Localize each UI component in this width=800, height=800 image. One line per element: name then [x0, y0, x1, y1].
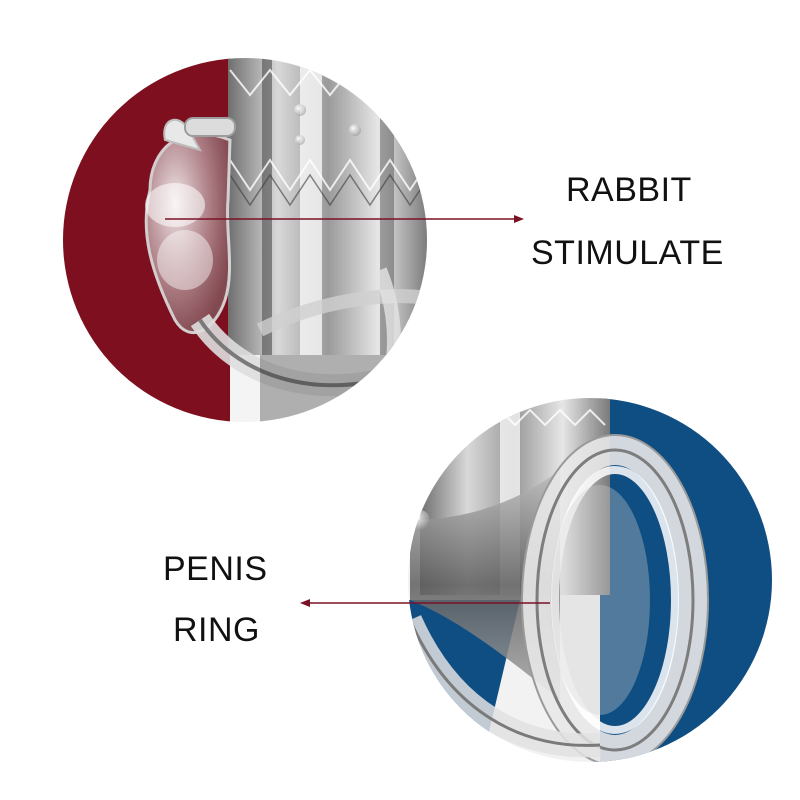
- ring-detail-image: [408, 398, 772, 762]
- ring-label-line2: RING: [173, 611, 260, 649]
- rabbit-label-line2: STIMULATE: [531, 234, 724, 272]
- ring-pointer: [300, 599, 550, 607]
- rabbit-label-line1: RABBIT: [566, 171, 692, 209]
- rabbit-pointer: [165, 215, 524, 223]
- ring-label-line1: PENIS: [163, 550, 268, 588]
- rabbit-detail-image: [63, 58, 427, 422]
